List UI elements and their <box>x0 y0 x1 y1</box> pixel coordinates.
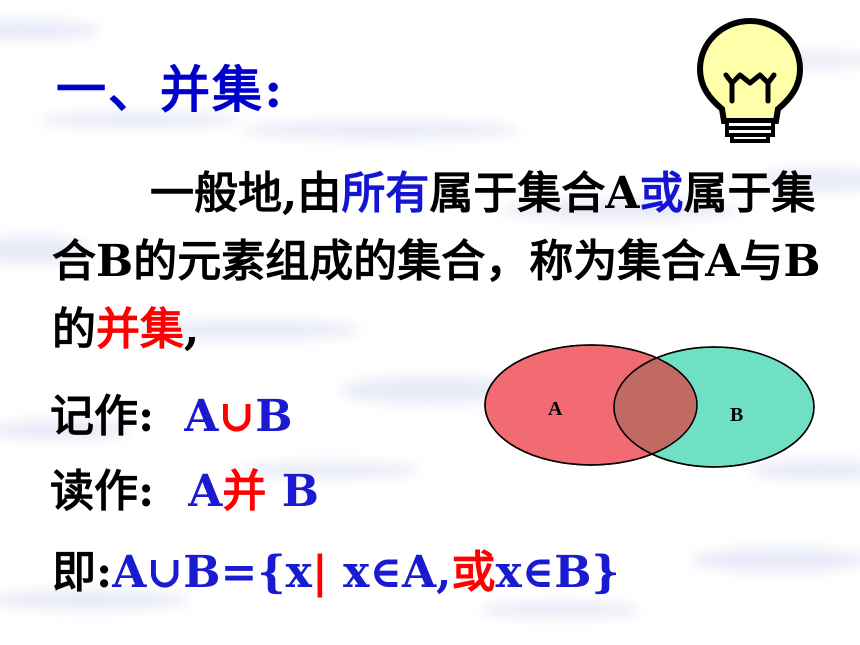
paragraph-text: 属于集合B的元素组成的集合，称为集合A与B的 <box>52 168 821 355</box>
set-b-label: B <box>730 404 743 426</box>
formula-part1: A∪B={x <box>112 547 312 598</box>
formula-label: 即: <box>52 547 113 598</box>
formula-bar: | <box>311 547 328 598</box>
lightbulb-icon <box>696 17 804 143</box>
overlap-region <box>614 347 697 465</box>
notation-row: 记作: A∪B <box>50 380 292 444</box>
reading-op: 并 <box>222 466 267 517</box>
venn-diagram: A B <box>484 344 815 468</box>
formula-part2: x∈A, <box>327 547 452 598</box>
highlight-or: 或 <box>639 168 684 219</box>
highlight-union: 并集 <box>96 304 184 355</box>
formula-part3: x∈B} <box>495 547 620 598</box>
paragraph-text: 一般地,由 <box>150 168 342 219</box>
reading-a: A <box>188 466 223 517</box>
union-symbol: ∪ <box>218 391 256 442</box>
notation-value: A∪B <box>184 391 292 442</box>
reading-value: A并 B <box>188 466 319 517</box>
reading-label: 读作: <box>50 466 155 517</box>
reading-b: B <box>266 466 319 517</box>
reading-row: 读作: A并 B <box>50 455 319 519</box>
set-a-label: A <box>548 398 563 420</box>
notation-label: 记作: <box>50 391 155 442</box>
formula-or: 或 <box>451 547 496 598</box>
paragraph-text: , <box>184 304 200 355</box>
highlight-all: 所有 <box>341 168 430 219</box>
definition-paragraph: 一般地,由所有属于集合A或属于集合B的元素组成的集合，称为集合A与B的并集, <box>52 160 842 364</box>
formula-row: 即:A∪B={x| x∈A,或x∈B} <box>52 536 620 600</box>
notation-a: A <box>184 391 219 442</box>
section-title: 一、并集: <box>56 60 285 119</box>
paragraph-text: 属于集合A <box>429 168 640 219</box>
notation-b: B <box>255 391 293 442</box>
